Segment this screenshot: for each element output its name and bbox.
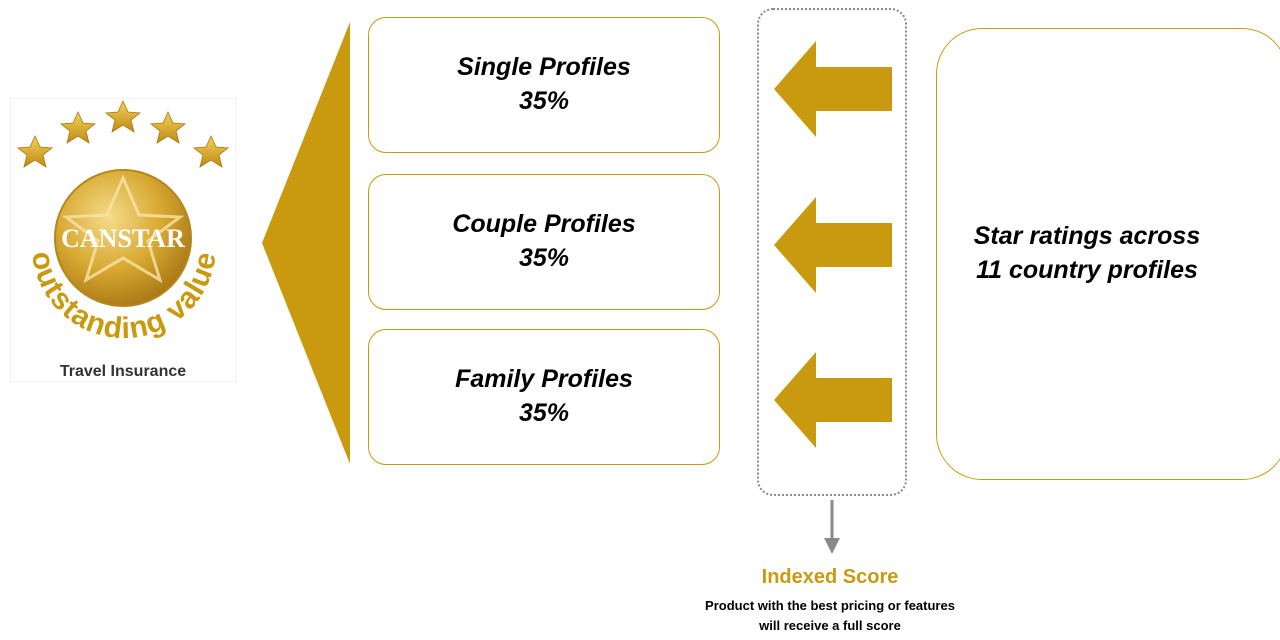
left-arrow-icon <box>774 197 892 293</box>
indexed-score-description-line1: Product with the best pricing or feature… <box>705 598 955 613</box>
svg-text:CANSTAR: CANSTAR <box>61 224 185 253</box>
profile-weight: 35% <box>518 87 570 115</box>
indexed-score-title: Indexed Score <box>761 566 899 588</box>
svg-text:Travel Insurance: Travel Insurance <box>60 363 186 380</box>
indexed-score-description: Product with the best pricing or feature… <box>640 596 1020 636</box>
indexed-score-column <box>757 8 907 496</box>
profile-weight: 35% <box>518 244 570 272</box>
profile-name: Single Profiles <box>457 53 631 82</box>
profile-name: Family Profiles <box>455 365 633 394</box>
funnel-triangle <box>262 22 350 464</box>
couple-profiles-box: Couple Profiles 35% <box>368 174 720 310</box>
rating-stars-icon <box>16 100 230 168</box>
left-arrow-icon <box>774 352 892 448</box>
star-ratings-line1: Star ratings across <box>973 222 1201 251</box>
profile-weight: 35% <box>518 399 570 427</box>
star-ratings-box: Star ratings across 11 country profiles <box>936 28 1280 480</box>
family-profiles-box: Family Profiles 35% <box>368 329 720 465</box>
profile-name: Couple Profiles <box>452 210 636 239</box>
star-ratings-line2: 11 country profiles <box>976 256 1198 284</box>
canstar-logo: CANSTAR outstanding value Travel Insuran… <box>10 98 236 382</box>
single-profiles-box: Single Profiles 35% <box>368 17 720 153</box>
down-arrow-icon <box>824 500 840 554</box>
left-arrow-icon <box>774 41 892 137</box>
indexed-score-description-line2: will receive a full score <box>759 618 901 634</box>
